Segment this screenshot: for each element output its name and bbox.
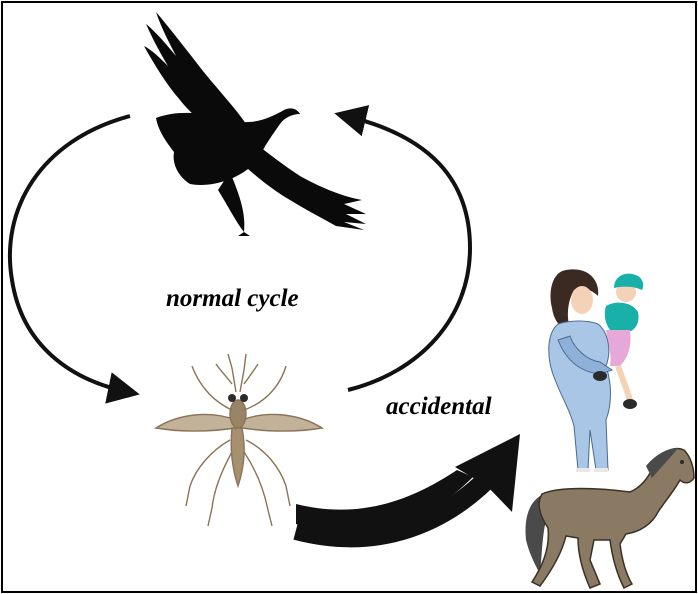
normal-cycle-label: normal cycle xyxy=(166,285,299,313)
cycle-arrow-right xyxy=(346,116,470,390)
accidental-arrow xyxy=(296,434,520,537)
cycle-arrow-left xyxy=(10,116,130,392)
crow-icon xyxy=(144,12,366,236)
horse-icon xyxy=(526,448,694,588)
accidental-label: accidental xyxy=(386,393,492,421)
mosquito-icon xyxy=(156,354,322,526)
woman-with-child-icon xyxy=(549,269,643,472)
